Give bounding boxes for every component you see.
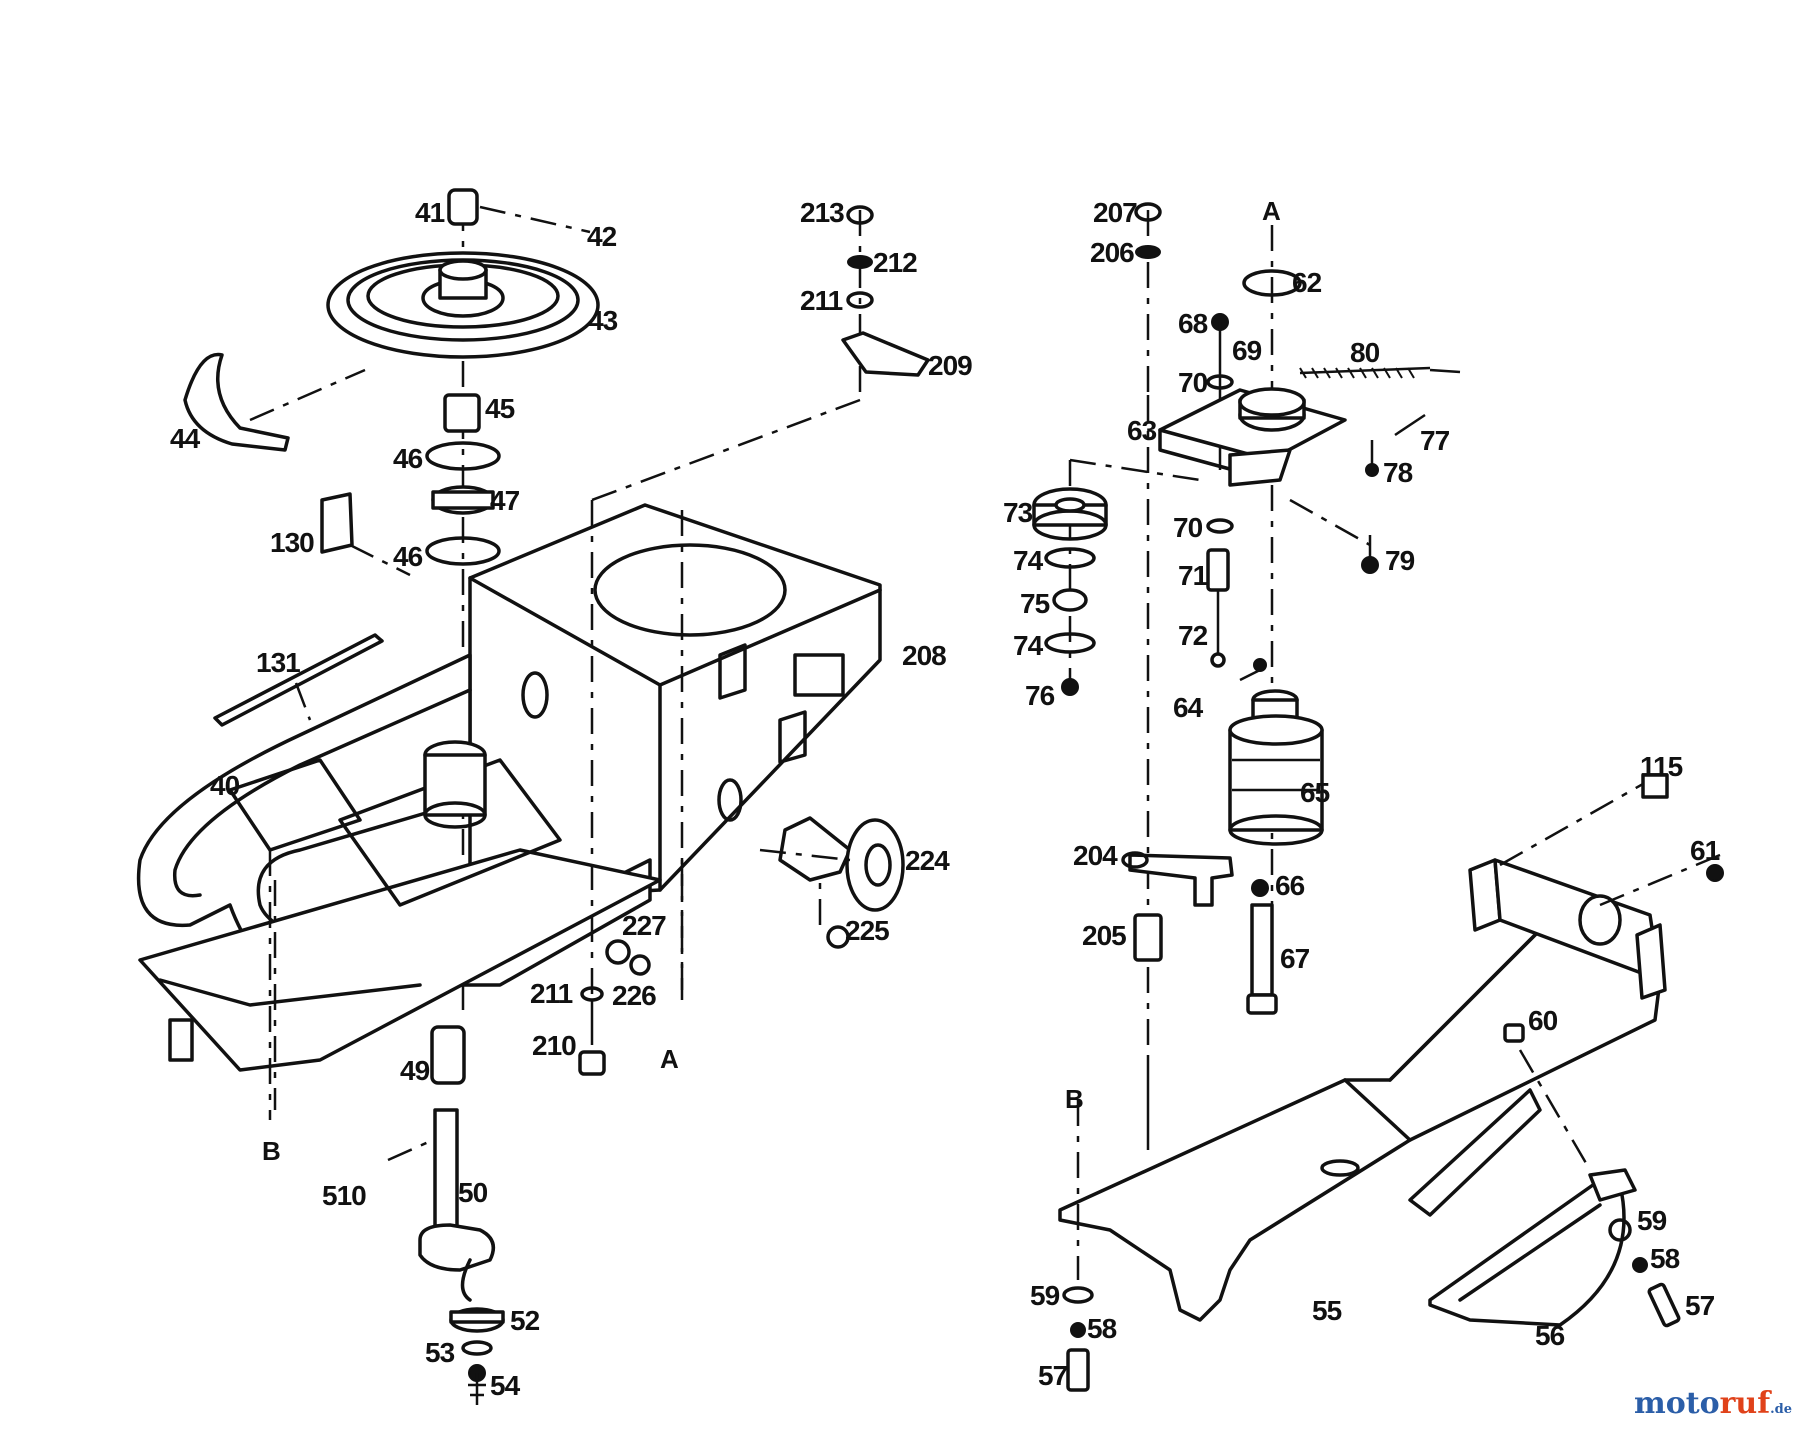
part-label: 54 xyxy=(490,1370,521,1401)
part-label: 43 xyxy=(588,305,618,336)
part-label: 72 xyxy=(1178,620,1208,651)
part-labels: 41 42 43 44 45 46 47 130 46 131 40 49 50… xyxy=(170,197,1721,1401)
part-label: 47 xyxy=(490,485,520,516)
part-label: 78 xyxy=(1383,457,1413,488)
logo-text-part2: ruf xyxy=(1719,1386,1771,1421)
part-label: 206 xyxy=(1090,237,1134,268)
part-label: 70 xyxy=(1173,512,1203,543)
part-label: 66 xyxy=(1275,870,1305,901)
part-label: 45 xyxy=(485,393,515,424)
part-label: 69 xyxy=(1232,335,1262,366)
section-marker-b-left: B xyxy=(262,1136,281,1166)
part-label: 130 xyxy=(270,527,314,558)
part-label: 62 xyxy=(1292,267,1322,298)
part-label: 131 xyxy=(256,647,300,678)
part-label: 73 xyxy=(1003,497,1033,528)
section-marker-b-right: B xyxy=(1065,1084,1084,1114)
section-markers: A A B B xyxy=(262,196,1281,1166)
part-label: 74 xyxy=(1013,630,1044,661)
tension-assembly-drawing xyxy=(1032,202,1724,1392)
logo-text-tld: .de xyxy=(1770,1402,1792,1417)
part-label: 55 xyxy=(1312,1295,1342,1326)
part-label: 79 xyxy=(1385,545,1415,576)
part-label: 44 xyxy=(170,423,201,454)
part-label: 40 xyxy=(210,770,240,801)
motoruf-logo: motoruf.de xyxy=(1634,1386,1792,1421)
part-label: 42 xyxy=(587,221,617,252)
part-label: 209 xyxy=(928,350,972,381)
part-label: 208 xyxy=(902,640,946,671)
part-label: 211 xyxy=(800,285,843,316)
part-label: 68 xyxy=(1178,308,1208,339)
part-label: 210 xyxy=(532,1030,576,1061)
section-marker-a-bottom: A xyxy=(660,1044,679,1074)
part-label: 74 xyxy=(1013,545,1044,576)
part-label: 70 xyxy=(1178,367,1208,398)
part-label: 71 xyxy=(1178,560,1208,591)
part-label: 80 xyxy=(1350,337,1380,368)
part-label: 64 xyxy=(1173,692,1204,723)
part-label: 52 xyxy=(510,1305,540,1336)
part-label: 227 xyxy=(622,910,666,941)
part-label: 57 xyxy=(1038,1360,1068,1391)
part-label: 60 xyxy=(1528,1005,1558,1036)
part-label: 67 xyxy=(1280,943,1310,974)
part-label: 225 xyxy=(845,915,889,946)
part-label: 213 xyxy=(800,197,844,228)
part-label: 41 xyxy=(415,197,445,228)
part-label: 46 xyxy=(393,443,423,474)
part-label: 58 xyxy=(1650,1243,1680,1274)
part-label: 212 xyxy=(873,247,917,278)
logo-text-part1: moto xyxy=(1633,1386,1720,1421)
part-label: 53 xyxy=(425,1337,455,1368)
part-label: 59 xyxy=(1030,1280,1060,1311)
section-marker-a-top: A xyxy=(1262,196,1281,226)
part-label: 65 xyxy=(1300,777,1330,808)
part-label: 205 xyxy=(1082,920,1126,951)
part-label: 76 xyxy=(1025,680,1055,711)
part-label: 49 xyxy=(400,1055,430,1086)
part-label: 75 xyxy=(1020,588,1050,619)
part-label: 204 xyxy=(1073,840,1118,871)
part-label: 207 xyxy=(1093,197,1137,228)
part-label: 226 xyxy=(612,980,656,1011)
part-label: 50 xyxy=(458,1177,488,1208)
part-label: 57 xyxy=(1685,1290,1715,1321)
part-label: 224 xyxy=(905,845,950,876)
part-label: 58 xyxy=(1087,1313,1117,1344)
part-label: 63 xyxy=(1127,415,1157,446)
part-label: 61 xyxy=(1690,835,1720,866)
part-label: 46 xyxy=(393,541,423,572)
part-label: 510 xyxy=(322,1180,366,1211)
drive-frame-drawing xyxy=(136,188,930,1405)
part-label: 56 xyxy=(1535,1320,1565,1351)
part-label: 115 xyxy=(1640,751,1683,782)
part-label: 211 xyxy=(530,978,573,1009)
part-label: 77 xyxy=(1420,425,1450,456)
part-label: 59 xyxy=(1637,1205,1667,1236)
